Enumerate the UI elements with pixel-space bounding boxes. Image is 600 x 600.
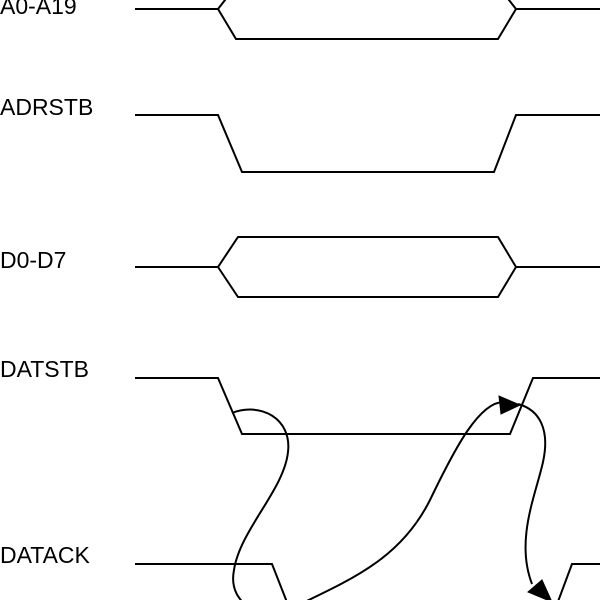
bus-upper-edge-address: [135, 0, 600, 10]
signal-label-datstb: DATSTB: [0, 356, 90, 382]
causality-curve-datstb-to-datack-rise: [517, 403, 547, 585]
signal-label-data: D0-D7: [0, 247, 67, 273]
waveform-datstb: [135, 377, 600, 435]
waveform-data: [135, 236, 600, 298]
signal-label-adrstb: ADRSTB: [0, 94, 94, 120]
bus-upper-edge-data: [135, 236, 600, 268]
bus-lower-edge-address: [217, 8, 517, 40]
signal-label-address: A0-A19: [0, 0, 77, 19]
bus-lower-edge-data: [217, 266, 517, 298]
causality-curve-datstb-to-datack: [231, 408, 290, 600]
waveform-datack-fall: [135, 563, 288, 600]
arrowhead-datstb-rise: [498, 395, 522, 415]
arrowhead-datack-rise: [527, 579, 552, 600]
signal-label-datack: DATACK: [0, 542, 90, 568]
waveform-datack-rise: [557, 563, 600, 600]
waveform-address: [135, 0, 600, 40]
waveform-adrstb: [135, 114, 600, 173]
causality-curve-datack-to-datstb: [306, 400, 506, 600]
